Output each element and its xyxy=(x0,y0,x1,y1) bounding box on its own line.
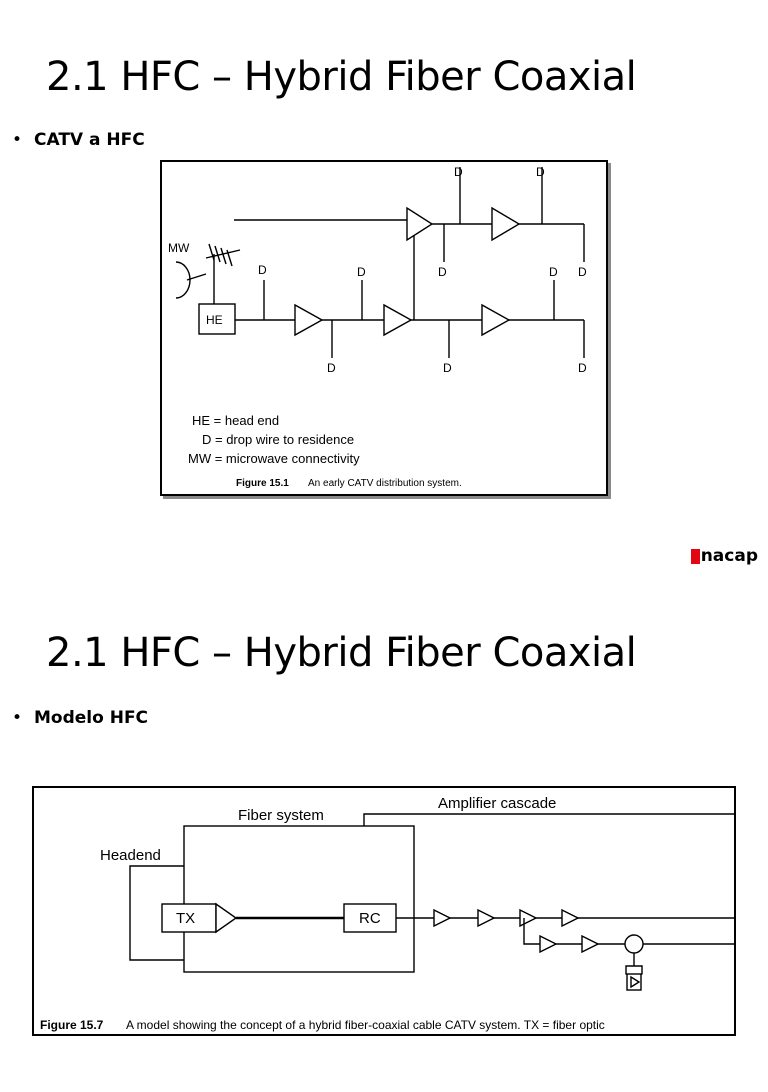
figure-hfc-diagram: Fiber system Amplifier cascade Headend T… xyxy=(32,786,736,1036)
figure-caption-text: A model showing the concept of a hybrid … xyxy=(126,1018,605,1032)
figure-caption-label: Figure 15.7 xyxy=(40,1018,104,1032)
amplifier-cascade-label: Amplifier cascade xyxy=(438,795,556,812)
drop-label: D xyxy=(578,265,587,279)
headend-label: Headend xyxy=(100,847,161,864)
figure-catv-diagram: D D D D D D D D D D MW HE HE = head end … xyxy=(160,160,608,496)
drop-label: D xyxy=(327,361,336,375)
slide-catv: 2.1 HFC – Hybrid Fiber Coaxial • CATV a H… xyxy=(0,0,768,566)
drop-label: D xyxy=(578,361,587,375)
bullet-text: Modelo HFC xyxy=(34,708,149,728)
legend-he: HE = head end xyxy=(192,413,279,428)
bullet-text: CATV a HFC xyxy=(34,130,145,150)
inacap-logo: nacap xyxy=(690,546,758,566)
bullet-item: • CATV a HFC xyxy=(12,130,145,150)
hfc-diagram-svg: Fiber system Amplifier cascade Headend T… xyxy=(40,795,734,1032)
mw-label: MW xyxy=(168,241,190,255)
slide-title: 2.1 HFC – Hybrid Fiber Coaxial xyxy=(46,630,637,676)
fiber-system-label: Fiber system xyxy=(238,807,324,824)
drop-label: D xyxy=(357,265,366,279)
bullet-item: • Modelo HFC xyxy=(12,708,148,728)
rc-label: RC xyxy=(359,910,381,927)
drop-label: D xyxy=(443,361,452,375)
bullet-dot: • xyxy=(12,130,23,150)
slide-title: 2.1 HFC – Hybrid Fiber Coaxial xyxy=(46,54,637,100)
he-label: HE xyxy=(206,313,223,327)
drop-label: D xyxy=(454,165,463,179)
drop-label: D xyxy=(258,263,267,277)
bullet-dot: • xyxy=(12,708,23,728)
catv-diagram-svg: D D D D D D D D D D MW HE HE = head end … xyxy=(168,165,587,489)
tx-label: TX xyxy=(176,910,195,927)
drop-label: D xyxy=(536,165,545,179)
figure-caption-label: Figure 15.1 xyxy=(236,478,289,489)
logo-mark xyxy=(690,548,700,564)
legend-mw: MW = microwave connectivity xyxy=(188,451,360,466)
logo-text: nacap xyxy=(700,546,758,566)
legend-d: D = drop wire to residence xyxy=(202,432,354,447)
slide-hfc-model: 2.1 HFC – Hybrid Fiber Coaxial • Modelo H… xyxy=(0,580,768,1092)
drop-label: D xyxy=(549,265,558,279)
figure-caption-text: An early CATV distribution system. xyxy=(308,478,462,489)
drop-label: D xyxy=(438,265,447,279)
